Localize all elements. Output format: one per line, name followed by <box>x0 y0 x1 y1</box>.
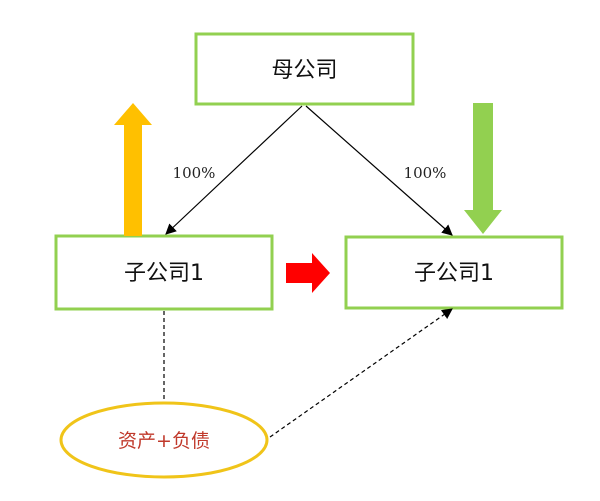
parent-company-node: 母公司 <box>194 32 415 106</box>
assets-liabilities-label: 资产+负债 <box>118 430 210 452</box>
green-down-arrow <box>464 103 502 234</box>
parent-company-box <box>194 32 415 106</box>
right-subsidiary-label: 子公司1 <box>414 261 494 286</box>
right-subsidiary-node: 子公司1 <box>344 235 564 310</box>
red-right-arrow <box>286 253 330 293</box>
left-subsidiary-box <box>54 234 274 311</box>
assets-liabilities-ellipse <box>59 401 269 479</box>
right-ownership-arrow <box>305 105 453 236</box>
right-ownership-percent: 100% <box>404 164 447 182</box>
assets-liabilities-node: 资产+负债 <box>59 401 269 479</box>
parent-company-label: 母公司 <box>271 58 337 83</box>
left-subsidiary-label: 子公司1 <box>124 261 204 286</box>
left-ownership-percent: 100% <box>173 164 216 182</box>
right-dashed-connector <box>269 308 453 438</box>
left-subsidiary-node: 子公司1 <box>54 234 274 311</box>
left-ownership-arrow <box>165 105 303 235</box>
right-subsidiary-box <box>344 235 564 310</box>
yellow-up-arrow <box>114 103 152 236</box>
